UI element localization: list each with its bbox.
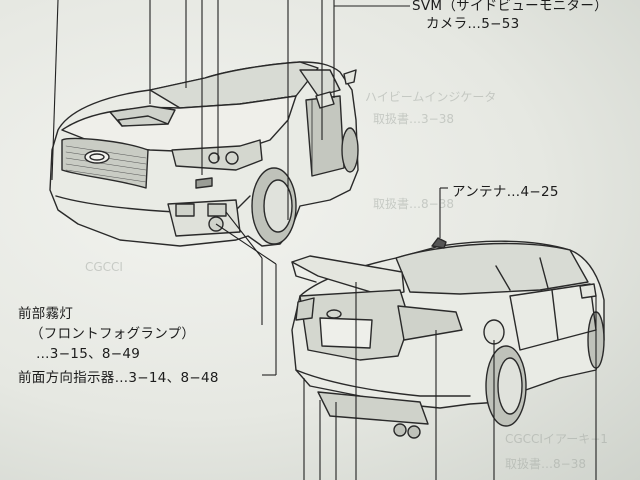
leader-lines (51, 0, 597, 480)
ghost-text: CGCCI (85, 260, 123, 274)
svm-camera-ref: カメラ…5−53 (426, 16, 520, 32)
ghost-text: 取扱書…8−38 (373, 197, 454, 211)
ghost-text: ハイビームインジケータ (365, 90, 497, 104)
fog-lamp-subtitle: （フロントフォグランプ） (30, 326, 196, 342)
ghost-text: 取扱書…8−38 (505, 457, 586, 471)
fog-lamp-ref: …3−15、8−49 (36, 346, 141, 362)
show-through-panel: ハイビームインジケータ 取扱書…3−38 取扱書…8−38 CGCCI CGCC… (85, 0, 640, 480)
ghost-text: CGCCIイアーキ−1 (505, 432, 608, 446)
front-car-drawing (49, 61, 359, 247)
antenna-label: アンテナ…4−25 (452, 184, 559, 200)
rear-car-drawing (291, 237, 605, 439)
svm-camera-label: SVM（サイドビューモニター） (412, 0, 608, 14)
fog-lamp-title: 前部霧灯 (18, 306, 74, 322)
turn-signal-label: 前面方向指示器…3−14、8−48 (18, 370, 219, 386)
ghost-text: 取扱書…3−38 (373, 112, 454, 126)
